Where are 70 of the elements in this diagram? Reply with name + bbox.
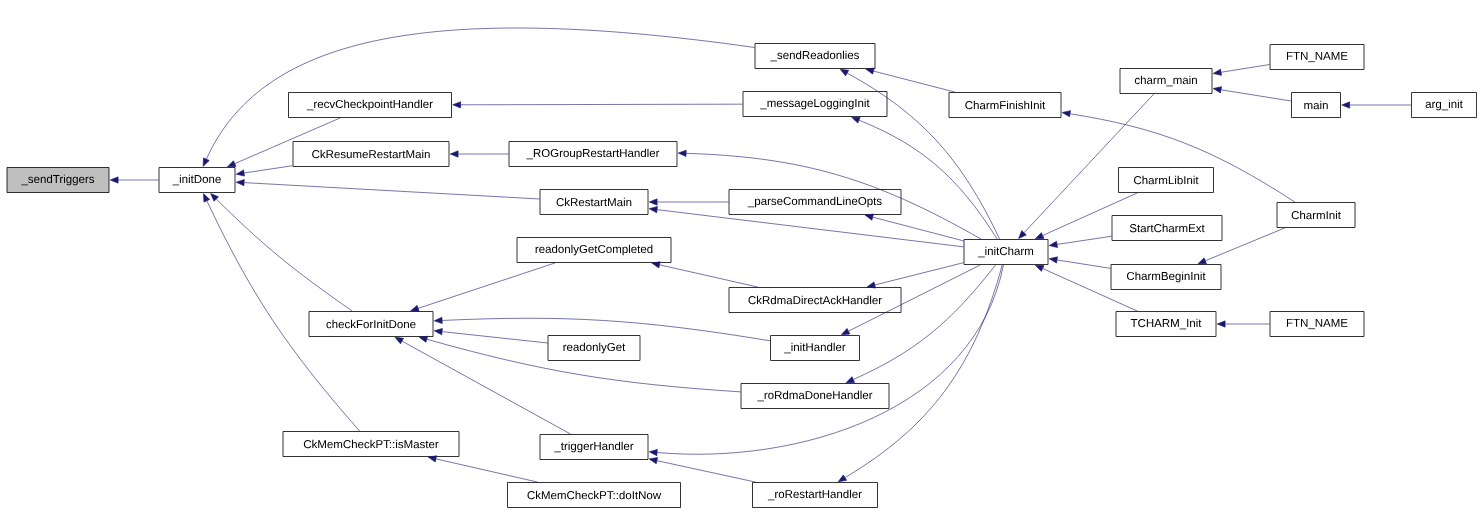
arrow [845, 264, 996, 384]
function-box: CharmLibInit [1118, 167, 1214, 193]
arrow [851, 116, 998, 240]
function-box: _recvCheckpointHandler [288, 92, 452, 118]
function-box: _sendTriggers [6, 167, 110, 193]
arrow [433, 317, 771, 342]
arrow [677, 149, 982, 240]
function-box: main [1291, 92, 1341, 118]
arrow [648, 198, 729, 206]
arrow [1197, 227, 1286, 265]
arrow [1212, 64, 1270, 76]
arrow [648, 457, 756, 483]
arrow [235, 165, 293, 177]
arrow [235, 179, 540, 200]
arrow [427, 455, 538, 483]
function-box: FTN_NAME [1269, 44, 1365, 70]
function-box: charm_main [1119, 68, 1213, 94]
function-box: _parseCommandLineOpts [728, 189, 902, 215]
function-box: CkMemCheckPT::doItNow [507, 482, 681, 508]
function-box: CkRestartMain [539, 189, 649, 215]
arrow [202, 27, 755, 167]
arrow [449, 150, 509, 158]
arrow [452, 101, 743, 109]
function-box: CharmBeginInit [1110, 264, 1222, 290]
arrow [651, 261, 759, 288]
function-box: _initHandler [770, 335, 860, 361]
arrow [866, 262, 964, 289]
function-box: TCHARM_Init [1115, 311, 1217, 337]
function-box: _roRdmaDoneHandler [740, 383, 890, 409]
arrow [1048, 256, 1111, 269]
arrow [1212, 86, 1292, 102]
arrow [648, 206, 964, 248]
function-box: _roRestartHandler [752, 482, 878, 508]
function-box: arg_init [1411, 92, 1477, 118]
function-box: _initDone [158, 167, 236, 193]
function-box: readonlyGet [547, 335, 641, 361]
function-box: CkResumeRestartMain [292, 141, 450, 167]
arrow [210, 193, 353, 312]
arrow [839, 69, 1000, 240]
arrow [394, 337, 571, 435]
arrow [1341, 101, 1412, 109]
arrow [1018, 93, 1155, 239]
function-box: CkRdmaDirectAckHandler [728, 287, 902, 313]
function-box: _initCharm [963, 239, 1049, 265]
arrow [410, 262, 556, 312]
arrow [1048, 235, 1112, 248]
function-box: StartCharmExt [1111, 215, 1223, 241]
function-box: _sendReadonlies [754, 43, 876, 69]
arrow [1061, 110, 1296, 203]
arrow [1035, 264, 1138, 312]
arrow [648, 264, 1004, 456]
arrow [433, 328, 548, 344]
function-box: readonlyGetCompleted [516, 237, 672, 263]
function-box: CharmInit [1276, 202, 1356, 228]
arrow [203, 193, 360, 432]
arrow [1035, 192, 1138, 240]
function-box: CharmFinishInit [948, 92, 1062, 118]
arrow [864, 213, 964, 242]
arrow [1216, 320, 1270, 328]
arrow [109, 176, 159, 184]
arrow [837, 264, 1003, 482]
function-box: FTN_NAME [1269, 311, 1365, 337]
function-box: _ROGroupRestartHandler [508, 141, 678, 167]
arrow [841, 264, 981, 336]
function-box: CkMemCheckPT::isMaster [282, 431, 460, 457]
arrow [418, 335, 741, 393]
function-box: _triggerHandler [539, 434, 649, 460]
function-box: checkForInitDone [308, 311, 434, 337]
function-box: _messageLoggingInit [742, 91, 888, 117]
arrow [865, 67, 956, 93]
